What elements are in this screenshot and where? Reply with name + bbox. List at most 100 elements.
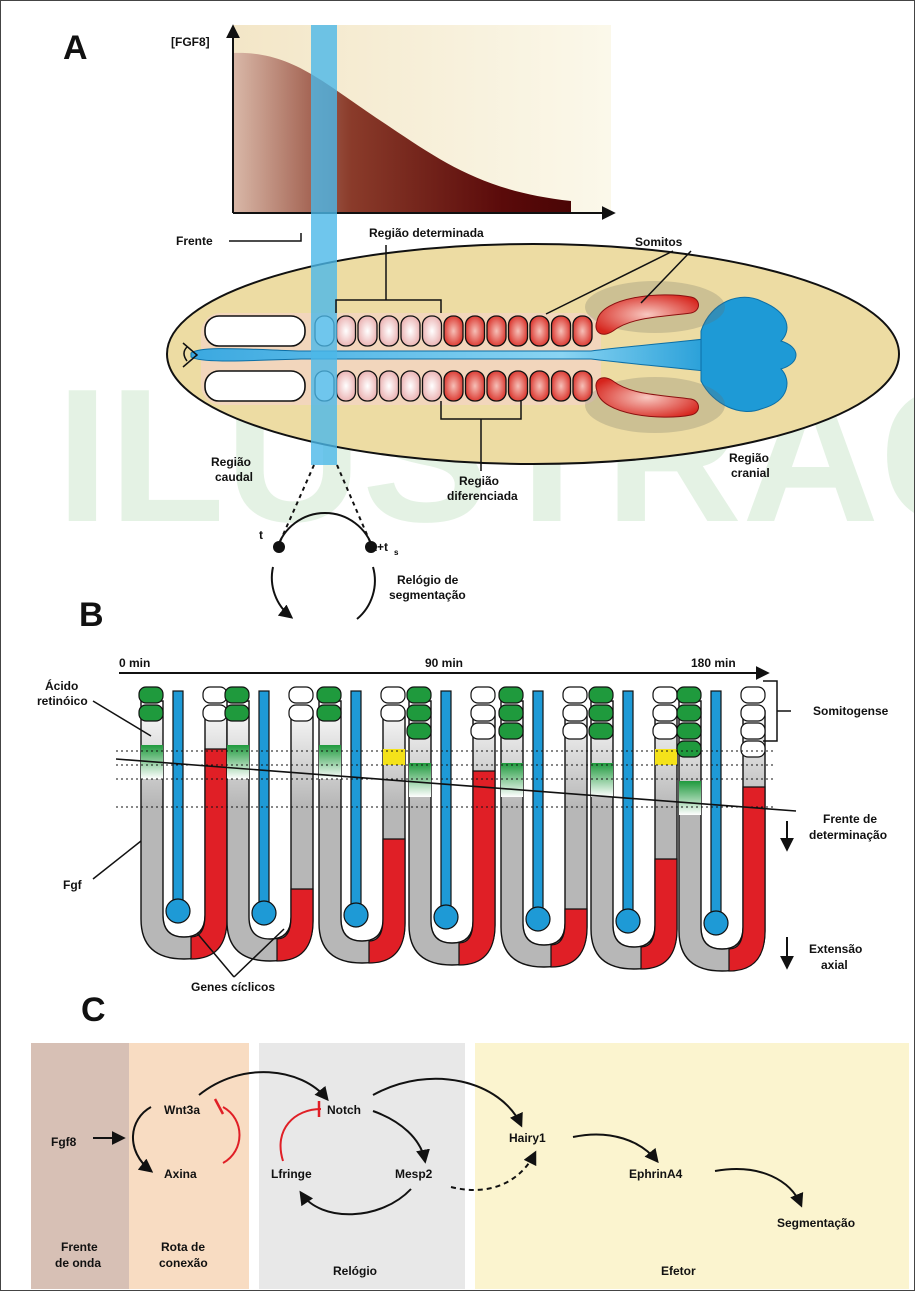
node-fgf8: Fgf8: [51, 1135, 77, 1149]
somite-green: [499, 705, 523, 721]
fgf-pointer: [93, 841, 141, 879]
frente-label: Frente: [176, 234, 213, 248]
tail-stage-4: [407, 687, 495, 965]
somite: [552, 316, 571, 346]
somite: [444, 371, 463, 401]
cyclic-gene-expression: [729, 787, 765, 971]
somite-white: [203, 687, 227, 703]
somite-white: [563, 687, 587, 703]
frente-pointer: [229, 233, 301, 241]
somitogenese-label: Somitogense: [813, 704, 889, 718]
neural-tube: [173, 691, 183, 909]
tail-stage-5: [499, 687, 587, 967]
somite-green: [407, 723, 431, 739]
somite-green: [407, 687, 431, 703]
node-notch: Notch: [327, 1103, 361, 1117]
somite-green: [499, 687, 523, 703]
somite-green: [407, 705, 431, 721]
tail-stage-3: [317, 687, 405, 963]
somite-white: [289, 705, 313, 721]
neural-tube: [623, 691, 633, 919]
somite-green: [589, 705, 613, 721]
panel-b: B 0 min 90 min 180 min Ácido retinóico F…: [37, 596, 889, 994]
somite-green: [499, 723, 523, 739]
retinoic-acid-gradient: [501, 763, 523, 797]
somite: [487, 371, 506, 401]
cyclic-gene-expression: [191, 749, 227, 959]
retinoic-acid-gradient: [679, 781, 701, 815]
panel-a-letter: A: [63, 29, 88, 67]
somite-white: [471, 705, 495, 721]
somite-green: [225, 705, 249, 721]
column-label-frente-2: de onda: [55, 1256, 101, 1270]
somite-green: [225, 687, 249, 703]
cyclic-gene-expression: [369, 839, 405, 963]
somite: [380, 371, 399, 401]
somite-white: [653, 705, 677, 721]
tail-stages: [139, 687, 765, 971]
somite: [337, 371, 356, 401]
somite-green: [677, 723, 701, 739]
regiao-diferenciada-label-1: Região: [459, 474, 499, 488]
frente-determinacao-label-1: Frente de: [823, 812, 877, 826]
column-label-efetor: Efetor: [661, 1264, 696, 1278]
retinoic-acid-gradient: [227, 745, 249, 779]
presomitic-block-upper: [205, 316, 305, 346]
somite: [401, 316, 420, 346]
neural-tube: [351, 691, 361, 913]
somite-white: [653, 723, 677, 739]
somite-green: [677, 687, 701, 703]
tailbud: [166, 899, 190, 923]
somite-green: [589, 687, 613, 703]
somite: [358, 371, 377, 401]
retinoic-acid-gradient: [409, 763, 431, 797]
somite: [423, 371, 442, 401]
node-ephrina4: EphrinA4: [629, 1167, 683, 1181]
tailbud: [704, 911, 728, 935]
acido-label-1: Ácido: [45, 678, 78, 693]
cyclic-gene-expression: [641, 859, 677, 969]
somite: [380, 316, 399, 346]
somite-white: [741, 687, 765, 703]
somite-white: [203, 705, 227, 721]
regiao-diferenciada-label-2: diferenciada: [447, 489, 518, 503]
tail-stage-1: [139, 687, 227, 959]
somite-green: [139, 687, 163, 703]
relogio-label-1: Relógio de: [397, 573, 459, 587]
relogio-label-2: segmentação: [389, 588, 466, 602]
neural-tube: [533, 691, 543, 917]
t-subscript: s: [394, 548, 399, 557]
somite: [466, 371, 485, 401]
somite-white: [741, 705, 765, 721]
column-efetor: [475, 1043, 909, 1289]
somite-white: [741, 741, 765, 757]
time-label-180: 180 min: [691, 656, 736, 670]
somite-green: [677, 741, 701, 757]
somite: [444, 316, 463, 346]
somite-green: [317, 687, 341, 703]
fgf-label: Fgf: [63, 878, 83, 892]
somite-white: [471, 723, 495, 739]
somitos-label: Somitos: [635, 235, 683, 249]
tailbud: [344, 903, 368, 927]
neural-tube: [259, 691, 269, 911]
regiao-caudal-label-2: caudal: [215, 470, 253, 484]
tailbud: [252, 901, 276, 925]
tail-stage-6: [589, 687, 677, 969]
regiao-cranial-label-2: cranial: [731, 466, 770, 480]
somite-white: [471, 687, 495, 703]
somite: [509, 316, 528, 346]
t-plus-label: t+t: [373, 540, 388, 554]
somite-green: [677, 705, 701, 721]
genes-ciclicos-label: Genes cíclicos: [191, 980, 275, 994]
time-label-0: 0 min: [119, 656, 150, 670]
node-mesp2: Mesp2: [395, 1167, 433, 1181]
node-axina: Axina: [164, 1167, 197, 1181]
segmentation-clock-arrow: [272, 567, 291, 617]
regiao-cranial-label-1: Região: [729, 451, 769, 465]
cyclic-gene-expression: [551, 909, 587, 967]
wavefront-band: [311, 25, 337, 465]
tailbud: [434, 905, 458, 929]
